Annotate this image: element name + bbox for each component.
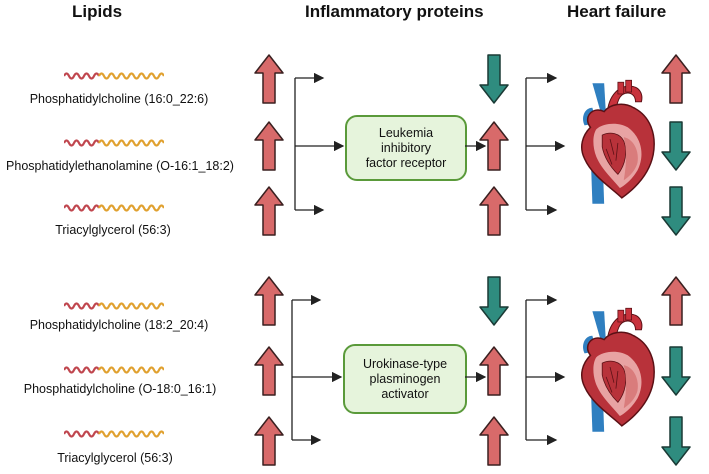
lipid-chain-icon bbox=[64, 302, 164, 310]
up-arrow-icon bbox=[254, 121, 284, 171]
heart-anatomy-icon bbox=[580, 307, 656, 433]
heart-anatomy-icon bbox=[580, 79, 656, 205]
protein-line: Leukemia bbox=[378, 125, 434, 140]
down-arrow-icon bbox=[479, 276, 509, 326]
lipid-label: Triacylglycerol (56:3) bbox=[55, 223, 171, 237]
up-arrow-icon bbox=[254, 416, 284, 466]
protein-line: Urokinase-type bbox=[362, 356, 448, 371]
up-arrow-icon bbox=[661, 54, 691, 104]
lipid-chain-icon bbox=[64, 72, 164, 80]
protein-line: plasminogen bbox=[369, 371, 441, 386]
lipid-label: Phosphatidylcholine (18:2_20:4) bbox=[29, 318, 209, 332]
protein-box-lifr: Leukemia inhibitory factor receptor bbox=[345, 115, 467, 181]
lipid-label: Phosphatidylcholine (16:0_22:6) bbox=[29, 92, 209, 106]
protein-line: factor receptor bbox=[365, 155, 447, 170]
down-arrow-icon bbox=[661, 121, 691, 171]
protein-line: activator bbox=[381, 386, 429, 401]
protein-line: inhibitory bbox=[380, 140, 432, 155]
lipids-header: Lipids bbox=[72, 2, 123, 21]
lipid-label: Phosphatidylethanolamine (O-16:1_18:2) bbox=[6, 159, 234, 173]
lipid-label: Phosphatidylcholine (O-18:0_16:1) bbox=[23, 382, 217, 396]
up-arrow-icon bbox=[479, 416, 509, 466]
up-arrow-icon bbox=[254, 186, 284, 236]
up-arrow-icon bbox=[661, 276, 691, 326]
lipid-chain-icon bbox=[64, 366, 164, 374]
up-arrow-icon bbox=[254, 346, 284, 396]
lipid-chain-icon bbox=[64, 430, 164, 438]
up-arrow-icon bbox=[254, 276, 284, 326]
down-arrow-icon bbox=[661, 346, 691, 396]
down-arrow-icon bbox=[661, 186, 691, 236]
up-arrow-icon bbox=[254, 54, 284, 104]
lipid-chain-icon bbox=[64, 204, 164, 212]
lipid-chain-icon bbox=[64, 139, 164, 147]
up-arrow-icon bbox=[479, 186, 509, 236]
down-arrow-icon bbox=[479, 54, 509, 104]
up-arrow-icon bbox=[479, 346, 509, 396]
heart-failure-header: Heart failure bbox=[567, 2, 667, 21]
proteins-header: Inflammatory proteins bbox=[305, 2, 484, 21]
lipid-label: Triacylglycerol (56:3) bbox=[57, 451, 173, 465]
down-arrow-icon bbox=[661, 416, 691, 466]
protein-box-upa: Urokinase-type plasminogen activator bbox=[343, 344, 467, 414]
